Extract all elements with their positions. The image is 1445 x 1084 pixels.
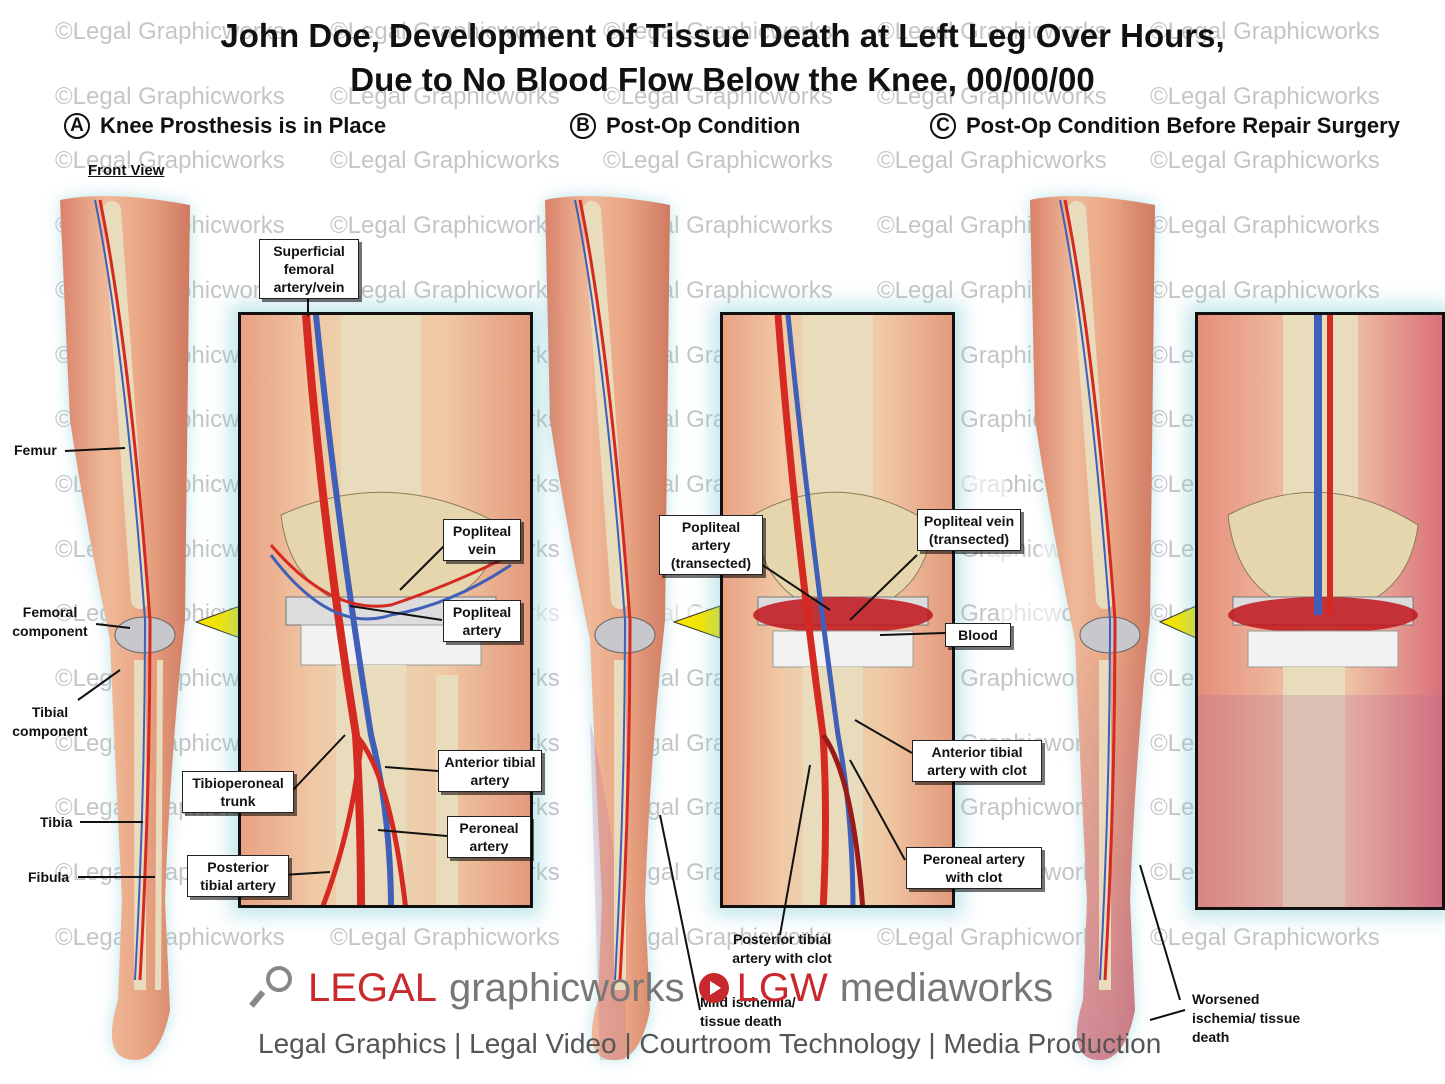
brand-graphicworks: graphicworks bbox=[448, 966, 685, 1010]
watermark-text: ©Legal Graphicworks bbox=[603, 147, 833, 175]
label-peroneal-artery: Peroneal artery bbox=[447, 816, 531, 858]
panel-b-title: Post-Op Condition bbox=[606, 113, 801, 138]
brand-lgw: LGW bbox=[736, 966, 828, 1010]
callout-c bbox=[1158, 605, 1197, 639]
watermark-text: ©Legal Graphicworks bbox=[330, 147, 560, 175]
label-posterior-tibial-artery: Posterior tibial artery bbox=[187, 855, 289, 897]
leg-c bbox=[1030, 196, 1155, 1060]
watermark-text: ©Legal Graphicworks bbox=[55, 276, 285, 304]
watermark-text: ©Legal Graphicworks bbox=[877, 923, 1107, 951]
panel-a-letter: A bbox=[64, 113, 90, 139]
watermark-text: ©Legal Graphicworks bbox=[55, 212, 285, 240]
page-title: John Doe, Development of Tissue Death at… bbox=[0, 14, 1445, 102]
brand-legal: LEGAL bbox=[308, 966, 437, 1010]
watermark-text: ©Legal Graphicworks bbox=[1150, 147, 1380, 175]
label-anterior-tibial-artery: Anterior tibial artery bbox=[438, 750, 542, 792]
label-fibula: Fibula bbox=[28, 869, 70, 885]
watermark-text: ©Legal Graphicworks bbox=[877, 147, 1107, 175]
watermark-text: ©Legal Graphicworks bbox=[877, 212, 1107, 240]
watermark-text: ©Legal Graphicworks bbox=[603, 212, 833, 240]
brand-mediaworks: mediaworks bbox=[839, 966, 1054, 1010]
label-popliteal-vein: Popliteal vein bbox=[443, 519, 521, 561]
label-femoral-component: Femoral component bbox=[12, 604, 88, 639]
label-femur: Femur bbox=[14, 442, 57, 458]
panel-b-letter: B bbox=[570, 113, 596, 139]
label-tibia: Tibia bbox=[40, 814, 73, 830]
label-tibioperoneal-trunk: Tibioperoneal trunk bbox=[182, 771, 294, 813]
label-popliteal-artery: Popliteal artery bbox=[443, 600, 521, 642]
label-tibial-component: Tibial component bbox=[12, 704, 88, 739]
label-worsened-ischemia: Worsened ischemia/ tissue death bbox=[1192, 991, 1301, 1045]
leg-b bbox=[545, 196, 670, 1060]
label-popliteal-artery-transected: Popliteal artery (transected) bbox=[659, 515, 763, 575]
label-peroneal-clot: Peroneal artery with clot bbox=[906, 847, 1042, 889]
label-anterior-tibial-clot: Anterior tibial artery with clot bbox=[912, 740, 1042, 782]
watermark-text: ©Legal Graphicworks bbox=[330, 923, 560, 951]
panel-c-letter: C bbox=[930, 113, 956, 139]
footer-logo: LEGAL graphicworks LGW mediaworks bbox=[249, 964, 1054, 1012]
panel-a-title: Knee Prosthesis is in Place bbox=[100, 113, 387, 138]
magnifier-icon bbox=[249, 964, 298, 1012]
callout-a bbox=[194, 605, 241, 639]
label-blood: Blood bbox=[945, 623, 1011, 647]
label-popliteal-vein-transected: Popliteal vein (transected) bbox=[917, 509, 1021, 551]
watermark-text: ©Legal Graphicworks bbox=[330, 276, 560, 304]
label-posterior-tibial-clot: Posterior tibial artery with clot bbox=[732, 931, 832, 966]
inset-b bbox=[720, 312, 955, 908]
play-icon bbox=[698, 973, 729, 1003]
watermark-text: ©Legal Graphicworks bbox=[55, 923, 285, 951]
watermark-text: ©Legal Graphicworks bbox=[1150, 276, 1380, 304]
callout-b bbox=[672, 605, 721, 639]
panel-b-heading: B Post-Op Condition bbox=[570, 110, 800, 142]
title-line-2: Due to No Blood Flow Below the Knee, 00/… bbox=[350, 61, 1095, 98]
label-superficial-femoral: Superficial femoral artery/vein bbox=[259, 239, 359, 299]
panel-a-heading: A Knee Prosthesis is in Place bbox=[64, 110, 386, 142]
watermark-text: ©Legal Graphicworks bbox=[1150, 212, 1380, 240]
panel-c-title: Post-Op Condition Before Repair Surgery bbox=[966, 113, 1400, 138]
watermark-text: ©Legal Graphicworks bbox=[330, 212, 560, 240]
footer-tagline: Legal Graphics | Legal Video | Courtroom… bbox=[258, 1028, 1162, 1059]
watermark-text: ©Legal Graphicworks bbox=[603, 276, 833, 304]
watermark-text: ©Legal Graphicworks bbox=[1150, 923, 1380, 951]
title-line-1: John Doe, Development of Tissue Death at… bbox=[220, 17, 1225, 54]
panel-c-heading: C Post-Op Condition Before Repair Surger… bbox=[930, 110, 1400, 142]
front-view-label: Front View bbox=[88, 162, 165, 179]
inset-c bbox=[1195, 312, 1445, 910]
watermark-text: ©Legal Graphicworks bbox=[877, 276, 1107, 304]
